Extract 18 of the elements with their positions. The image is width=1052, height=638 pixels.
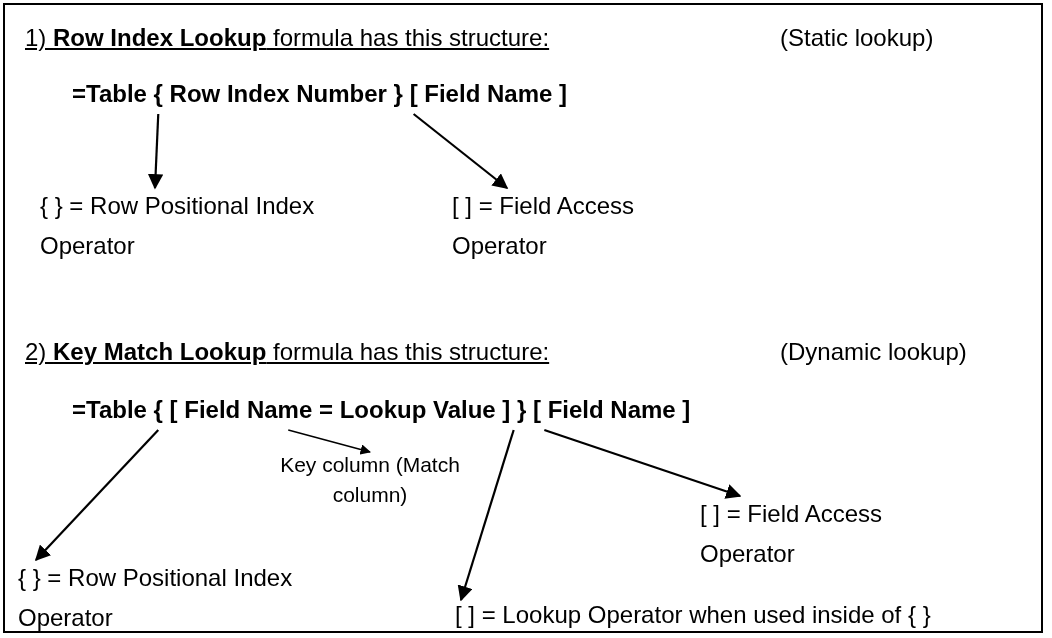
operator-note: { } = Row Positional Index Operator <box>18 558 298 638</box>
operator-note: [ ] = Lookup Operator when used inside of { } <box>455 598 931 632</box>
formula-text: =Table { Row Index Number } [ Field Name ] <box>72 76 567 112</box>
arrow <box>287 429 371 455</box>
arrow <box>412 113 509 189</box>
lookup-type-note: (Dynamic lookup) <box>780 337 967 367</box>
operator-note: [ ] = Field Access Operator <box>452 186 692 266</box>
operator-note: [ ] = Field Access Operator <box>700 494 940 574</box>
lookup-type-note: (Static lookup) <box>780 23 934 53</box>
arrow <box>543 428 742 499</box>
key-column-note: Key column (Match column) <box>270 450 470 510</box>
section-heading: 1) Row Index Lookup formula has this structure: <box>25 23 550 53</box>
operator-note: { } = Row Positional Index Operator <box>40 186 320 266</box>
formula-text: =Table { [ Field Name = Lookup Value ] } [ Field Name ] <box>72 392 691 428</box>
section-heading: 2) Key Match Lookup formula has this structure: <box>25 337 550 367</box>
arrow <box>34 429 160 562</box>
arrow <box>147 113 164 190</box>
arrow <box>457 429 515 602</box>
